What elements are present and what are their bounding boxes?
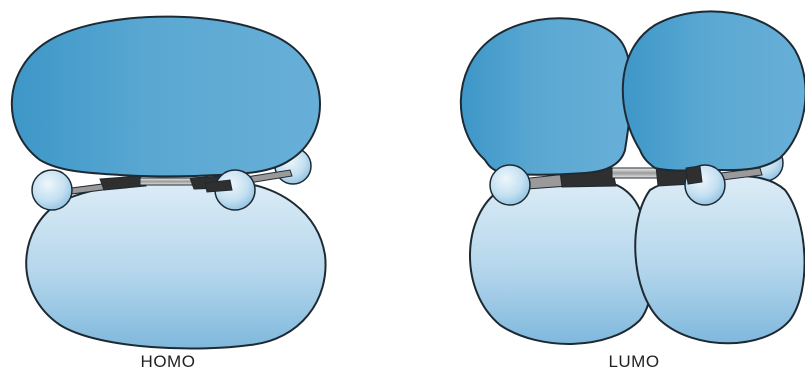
- homo-label: HOMO: [141, 352, 196, 370]
- homo-lower-lobe: [26, 182, 325, 349]
- homo-atom-left: [32, 170, 72, 210]
- homo-panel: HOMO: [12, 17, 326, 370]
- lumo-upper-right-lobe: [623, 11, 805, 170]
- lumo-lower-left-lobe: [470, 180, 652, 344]
- lumo-label: LUMO: [608, 352, 659, 370]
- homo-upper-lobe: [12, 17, 320, 177]
- lumo-lower-right-lobe: [635, 176, 804, 343]
- lumo-panel: LUMO: [461, 11, 805, 370]
- lumo-upper-left-lobe: [461, 18, 631, 175]
- lumo-atom-left: [490, 165, 530, 205]
